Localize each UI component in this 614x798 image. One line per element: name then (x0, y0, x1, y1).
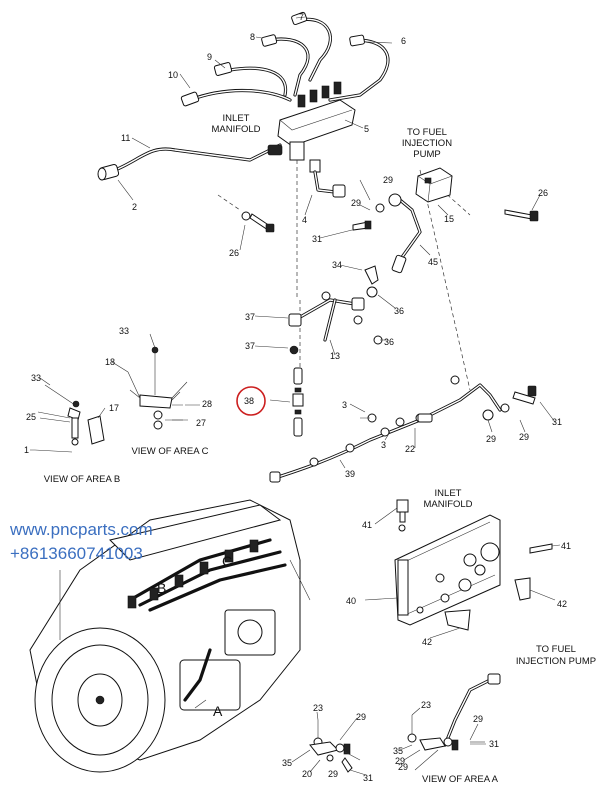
callout-11: 11 (121, 133, 130, 143)
callout-7: 7 (299, 12, 304, 22)
inlet-manifold-top-line1: INLET (223, 113, 250, 124)
return-line-39 (269, 375, 537, 483)
engine-letter-c: C (222, 553, 232, 569)
callout-37-b: 37 (245, 341, 255, 351)
callout-42-b: 42 (422, 637, 432, 647)
callout-37-a: 37 (245, 312, 255, 322)
callout-17: 17 (109, 403, 119, 413)
callout-29-g: 29 (473, 714, 483, 724)
inlet-manifold-right-line2: MANIFOLD (423, 499, 472, 510)
callout-29-c: 29 (486, 434, 496, 444)
callout-20: 20 (302, 769, 312, 779)
inlet-manifold-right-line1: INLET (435, 488, 462, 499)
view-area-c-caption: VIEW OF AREA C (131, 446, 208, 457)
callout-31-c: 31 (363, 773, 373, 783)
to-fuel-pump-bottom-line2: INJECTION PUMP (516, 656, 596, 667)
callout-39: 39 (345, 469, 355, 479)
inlet-manifold-top-line2: MANIFOLD (211, 124, 260, 135)
callout-9: 9 (207, 52, 212, 62)
callout-41-b: 41 (561, 541, 571, 551)
engine-letter-a: A (213, 703, 223, 719)
to-fuel-pump-top-line3: PUMP (413, 149, 440, 160)
engine-letter-b: B (157, 580, 166, 596)
callout-42-a: 42 (557, 599, 567, 609)
view-area-a-detail (407, 673, 501, 751)
callout-29-i: 29 (398, 762, 408, 772)
callout-15: 15 (444, 214, 454, 224)
callout-3-a: 3 (342, 400, 347, 410)
view-area-b-detail (34, 384, 106, 453)
fuel-line-45 (352, 193, 422, 274)
to-fuel-pump-top-line2: INJECTION (402, 138, 452, 149)
view-area-c-detail (127, 346, 188, 430)
to-fuel-pump-bottom-line1: TO FUEL (536, 644, 576, 655)
fuel-line-13 (288, 265, 383, 355)
callout-28: 28 (202, 399, 212, 409)
to-fuel-pump-top-line1: TO FUEL (407, 127, 447, 138)
fuel-line-assembly (97, 11, 390, 198)
bolt-26-left (241, 211, 275, 233)
callout-35-b: 35 (393, 746, 403, 756)
watermark-phone: +8613660741003 (10, 544, 143, 563)
callout-35-a: 35 (282, 758, 292, 768)
callout-31-a: 31 (312, 234, 322, 244)
callout-2: 2 (132, 202, 137, 212)
callout-41-a: 41 (362, 520, 372, 530)
callout-5: 5 (364, 124, 369, 134)
callout-6: 6 (401, 36, 406, 46)
callout-36-a: 36 (394, 306, 404, 316)
callout-26-right: 26 (538, 188, 548, 198)
callout-13: 13 (330, 351, 340, 361)
part-38-stack (269, 367, 304, 437)
callout-33-a: 33 (119, 326, 129, 336)
callout-45: 45 (428, 257, 438, 267)
callout-18: 18 (105, 357, 115, 367)
callout-3-b: 3 (381, 440, 386, 450)
callout-36-b: 36 (384, 337, 394, 347)
fuel-filter-bracket-15 (415, 167, 453, 203)
callout-29-b: 29 (351, 198, 361, 208)
view-area-b-caption: VIEW OF AREA B (44, 474, 121, 485)
watermark-url: www.pncparts.com (10, 520, 153, 539)
fitting-group-middle (309, 720, 353, 773)
callout-29-h: 29 (395, 756, 405, 766)
callout-25: 25 (26, 412, 36, 422)
engine-assembly (29, 499, 311, 773)
bolt-26-right (504, 209, 539, 222)
callout-31-b: 31 (552, 417, 562, 427)
callout-38: 38 (244, 396, 254, 406)
callout-31-d: 31 (489, 739, 499, 749)
inlet-manifold-plate (394, 499, 553, 631)
leader-lines (30, 16, 561, 776)
callout-40: 40 (346, 596, 356, 606)
callout-23-b: 23 (421, 700, 431, 710)
view-area-a-caption: VIEW OF AREA A (422, 774, 499, 785)
callout-10: 10 (168, 70, 178, 80)
callout-26-left: 26 (229, 248, 239, 258)
callout-23-a: 23 (313, 703, 323, 713)
callout-33-b: 33 (31, 373, 41, 383)
callout-29-e: 29 (356, 712, 366, 722)
callout-29-d: 29 (519, 432, 529, 442)
callout-29-a: 29 (383, 175, 393, 185)
highlight-circle-38 (236, 386, 266, 416)
callout-27: 27 (196, 418, 206, 428)
callout-8: 8 (250, 32, 255, 42)
callout-1: 1 (24, 445, 29, 455)
callout-34: 34 (332, 260, 342, 270)
callout-numbers: 7 8 6 9 10 5 11 2 4 26 29 29 31 15 26 45… (24, 12, 571, 783)
callout-4: 4 (302, 215, 307, 225)
callout-29-f: 29 (328, 769, 338, 779)
callout-22: 22 (405, 444, 415, 454)
